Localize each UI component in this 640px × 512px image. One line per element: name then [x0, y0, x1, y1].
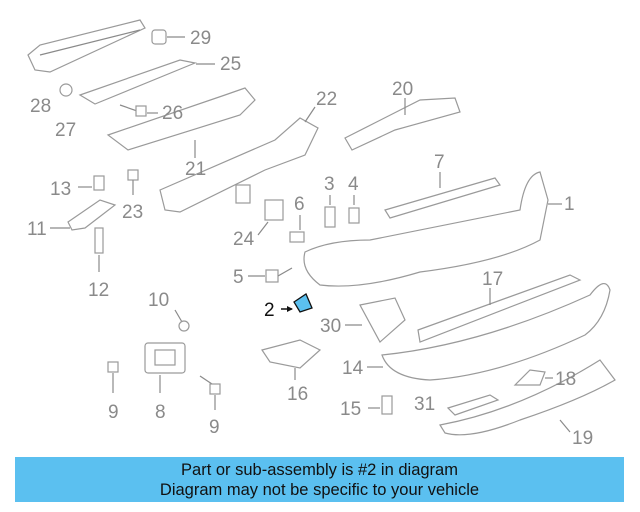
part-6-grommet [289, 215, 305, 243]
part-19-diffuser [439, 359, 616, 436]
label-2[interactable]: 2 [264, 300, 275, 321]
part-1-bumper-cover [303, 171, 562, 287]
part-31-trim [446, 394, 500, 416]
label-21: 21 [185, 159, 206, 180]
banner-line-1: Part or sub-assembly is #2 in diagram [181, 461, 458, 479]
part-8-sensor-bracket [144, 342, 186, 393]
part-12-bolt [94, 227, 104, 272]
label-3: 3 [324, 174, 335, 195]
part-27-clip [59, 83, 73, 97]
part-23-screw [127, 169, 139, 195]
label-4: 4 [348, 174, 359, 195]
part-9-bolt-left [107, 361, 119, 393]
part-4-clip [348, 195, 360, 224]
info-banner: Part or sub-assembly is #2 in diagram Di… [15, 457, 624, 502]
label-9-left: 9 [108, 402, 119, 423]
part-18-bracket [513, 369, 553, 386]
part-3-bolt [324, 195, 336, 228]
part-13-fastener [78, 175, 105, 191]
part-22-impact-bar [159, 106, 319, 213]
part-17-valance [417, 274, 582, 343]
label-6: 6 [294, 194, 305, 215]
label-29: 29 [190, 28, 211, 49]
label-25: 25 [220, 54, 241, 75]
label-16: 16 [287, 384, 308, 405]
label-8: 8 [155, 402, 166, 423]
label-26: 26 [162, 103, 183, 124]
banner-line-2: Diagram may not be specific to your vehi… [159, 481, 480, 499]
part-11-bracket [50, 199, 117, 231]
part-7-trim-strip [384, 172, 501, 219]
part-9-bolt-right [199, 375, 221, 410]
label-1: 1 [564, 194, 575, 215]
part-16-bracket [261, 339, 322, 380]
label-15: 15 [340, 399, 361, 420]
part-26-bolt [119, 104, 158, 117]
part-2-highlighted[interactable] [281, 293, 313, 313]
part-30-bracket [345, 297, 406, 343]
part-10-clip [174, 309, 190, 332]
label-27: 27 [55, 120, 76, 141]
label-7: 7 [434, 152, 445, 173]
label-18: 18 [555, 369, 576, 390]
label-14: 14 [342, 358, 364, 379]
part-29-nut [151, 29, 185, 45]
label-13: 13 [50, 179, 71, 200]
label-24: 24 [233, 229, 255, 250]
label-28: 28 [30, 96, 51, 117]
part-24-block [257, 199, 284, 236]
part-20-bracket [344, 97, 461, 151]
label-23: 23 [122, 202, 143, 223]
label-5: 5 [233, 267, 244, 288]
label-31: 31 [414, 394, 435, 415]
part-5-bolt [248, 267, 293, 283]
label-19: 19 [572, 428, 593, 449]
parts-diagram: 29 25 28 27 26 20 22 21 13 23 7 3 4 6 1 … [27, 19, 616, 449]
label-12: 12 [88, 280, 109, 301]
part-28-rail [27, 19, 146, 73]
label-17: 17 [482, 269, 503, 290]
part-14-lower-cover [367, 283, 611, 381]
label-30: 30 [320, 316, 341, 337]
part-15-bolt [368, 395, 393, 415]
label-22: 22 [316, 89, 337, 110]
label-20: 20 [392, 79, 413, 100]
part-25-absorber [78, 59, 215, 105]
label-9-right: 9 [209, 417, 220, 438]
label-11: 11 [27, 219, 47, 240]
label-10: 10 [148, 290, 169, 311]
part-21-reinforcement [106, 87, 256, 158]
